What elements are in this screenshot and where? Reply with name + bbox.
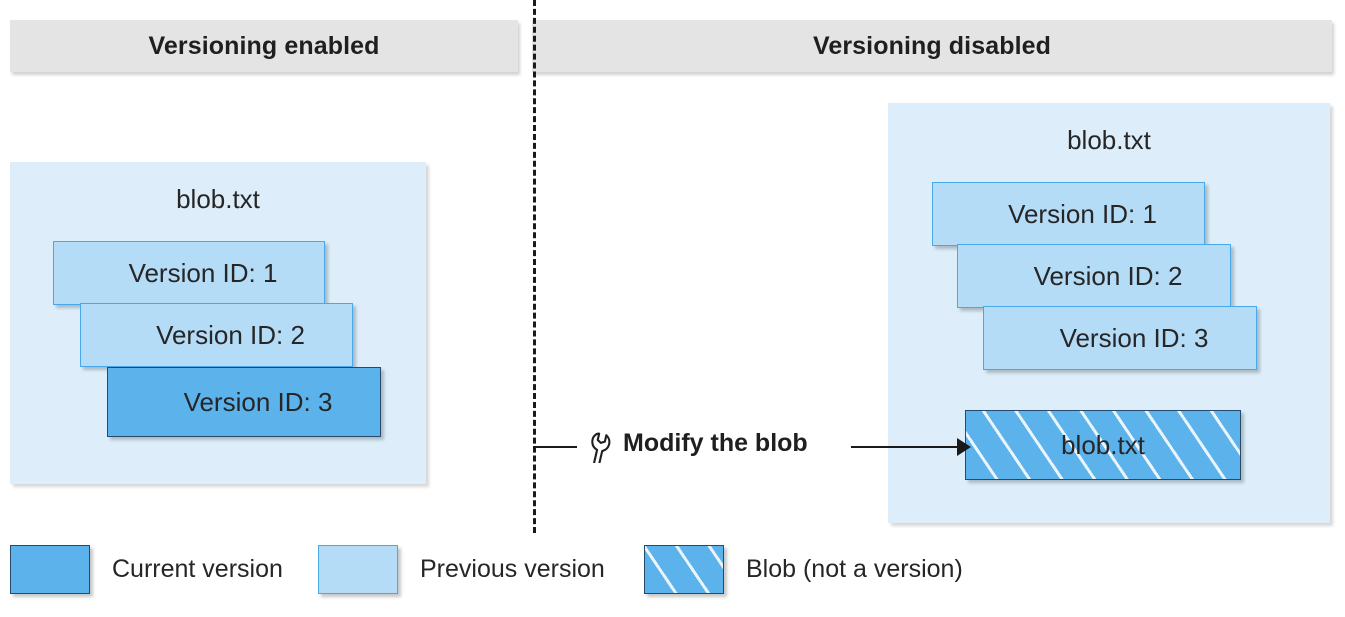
panel-left-title: blob.txt xyxy=(176,184,260,214)
legend-item-current-version: Current version xyxy=(10,541,283,597)
right-version-box-1: Version ID: 1 xyxy=(932,182,1205,246)
column-divider xyxy=(533,0,536,533)
left-version-box-3-current: Version ID: 3 xyxy=(107,367,381,437)
legend-swatch-previous-icon xyxy=(318,544,398,594)
column-header-right-label: Versioning disabled xyxy=(812,31,1052,60)
connector-line-left xyxy=(533,446,577,448)
right-blob-not-a-version-box: blob.txt xyxy=(965,410,1241,480)
left-version-box-2: Version ID: 2 xyxy=(80,303,353,367)
column-header-left-label: Versioning enabled xyxy=(148,31,380,60)
legend-swatch-current-icon xyxy=(10,544,90,594)
right-version-box-3: Version ID: 3 xyxy=(983,306,1257,370)
right-version-box-2: Version ID: 2 xyxy=(957,244,1231,308)
left-version-box-2-label: Version ID: 2 xyxy=(156,319,305,350)
right-blob-box-label: blob.txt xyxy=(1061,429,1145,460)
modify-blob-label: Modify the blob xyxy=(623,429,808,457)
legend: Current version Previous version Blob (n… xyxy=(10,541,1010,597)
modify-blob-connector: Modify the blob xyxy=(533,425,971,469)
right-version-box-2-label: Version ID: 2 xyxy=(1033,260,1183,291)
connector-line-right xyxy=(851,446,963,448)
panel-versioning-enabled: blob.txt Version ID: 1 Version ID: 2 Ver… xyxy=(10,162,426,484)
wrench-icon xyxy=(583,431,617,467)
left-version-box-3-label: Version ID: 3 xyxy=(183,386,333,417)
left-version-box-1: Version ID: 1 xyxy=(53,241,325,305)
left-version-box-1-label: Version ID: 1 xyxy=(128,257,278,288)
connector-arrow-head-icon xyxy=(957,438,971,456)
panel-right-title: blob.txt xyxy=(1067,125,1151,155)
legend-item-blob-not-a-version: Blob (not a version) xyxy=(644,541,963,597)
legend-item-previous-version: Previous version xyxy=(318,541,605,597)
legend-label-blob-not-a-version: Blob (not a version) xyxy=(746,554,963,583)
column-header-versioning-disabled: Versioning disabled xyxy=(532,20,1332,72)
right-version-box-3-label: Version ID: 3 xyxy=(1059,322,1209,353)
legend-swatch-blob-icon xyxy=(644,544,724,594)
legend-label-current-version: Current version xyxy=(112,554,283,583)
right-version-box-1-label: Version ID: 1 xyxy=(1008,198,1157,229)
column-header-versioning-enabled: Versioning enabled xyxy=(10,20,518,72)
legend-label-previous-version: Previous version xyxy=(420,554,605,583)
